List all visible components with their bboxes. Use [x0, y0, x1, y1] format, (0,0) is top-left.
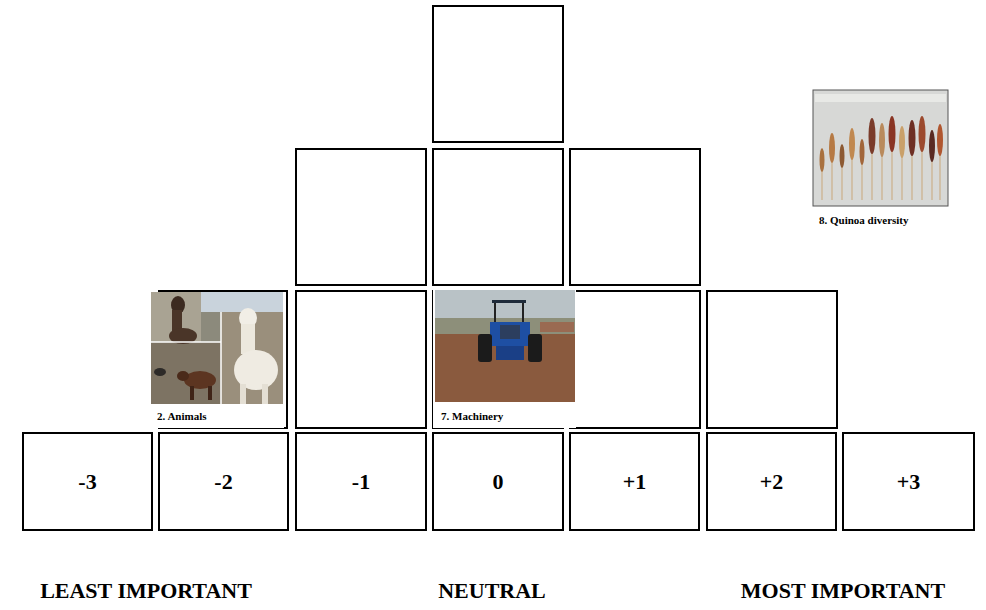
axis-label: MOST IMPORTANT	[741, 578, 945, 604]
statement-card: 8. Quinoa diversity	[813, 90, 953, 232]
score-box: -1	[295, 432, 427, 531]
score-box: -2	[158, 432, 289, 531]
quinoa-photo	[813, 90, 948, 206]
card-caption: 7. Machinery	[435, 406, 575, 428]
score-box: -3	[22, 432, 153, 531]
axis-label: LEAST IMPORTANT	[40, 578, 252, 604]
statement-card: 7. Machinery	[435, 290, 575, 428]
score-value: +3	[897, 469, 921, 495]
score-box: +2	[706, 432, 837, 531]
score-value: -1	[352, 469, 370, 495]
score-value: -3	[78, 469, 96, 495]
card-caption: 8. Quinoa diversity	[813, 210, 953, 232]
score-value: 0	[493, 469, 504, 495]
score-box: 0	[432, 432, 564, 531]
statement-card: 2. Animals	[151, 292, 284, 428]
score-value: +1	[623, 469, 647, 495]
score-value: +2	[760, 469, 784, 495]
score-box: +1	[569, 432, 700, 531]
animals-photo	[150, 292, 284, 428]
axis-label: NEUTRAL	[438, 578, 546, 604]
score-value: -2	[214, 469, 232, 495]
machinery-photo	[433, 290, 576, 428]
card-caption: 2. Animals	[151, 406, 284, 428]
score-box: +3	[842, 432, 975, 531]
